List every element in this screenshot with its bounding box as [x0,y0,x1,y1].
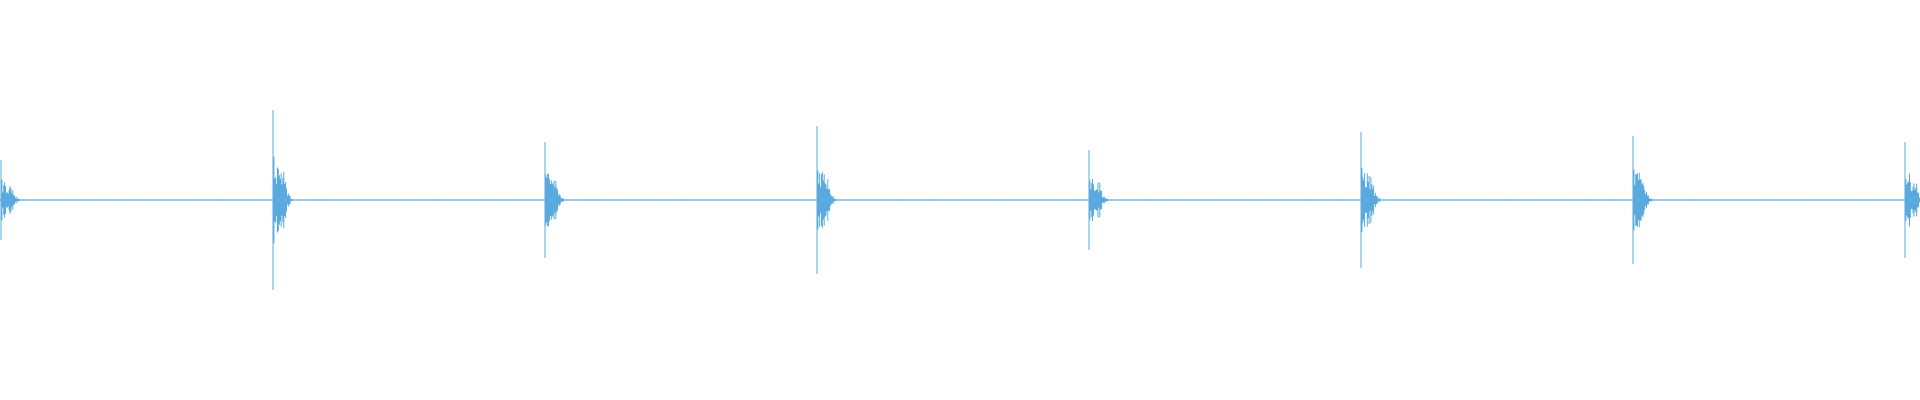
waveform-hit [816,126,837,274]
waveform-noise [0,199,1920,201]
waveform-hit [544,142,565,258]
waveform-hits [0,110,1920,290]
waveform-hit [1904,142,1920,258]
waveform-hit [1360,132,1381,268]
waveform-hit [1632,136,1653,264]
waveform-hit [1088,150,1109,250]
waveform-hit [0,160,21,240]
waveform-hit [272,110,293,290]
